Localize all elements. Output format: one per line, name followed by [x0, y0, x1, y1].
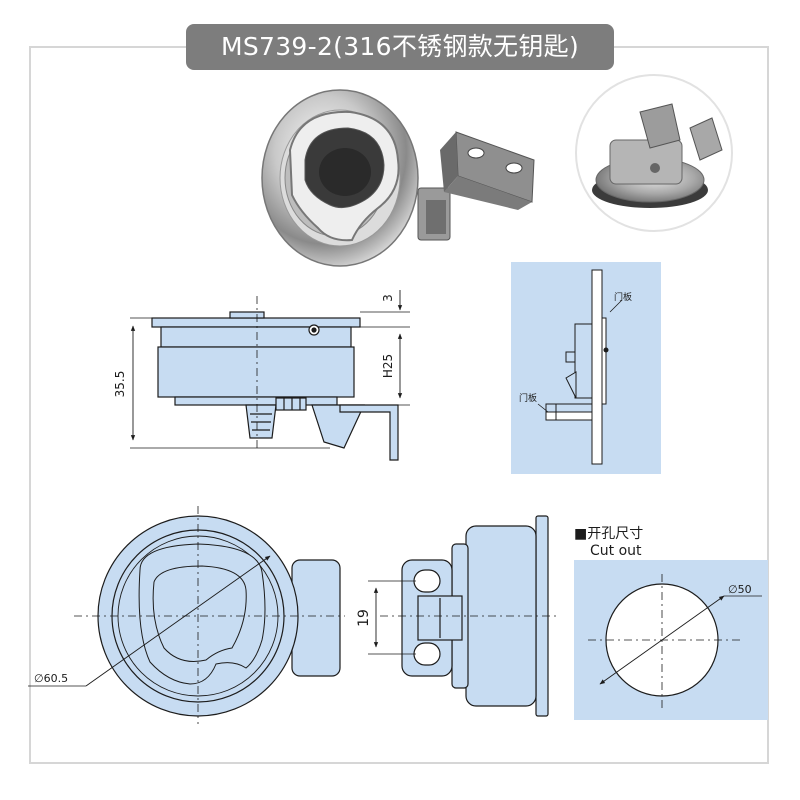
door-panel-label-top: 门板 [614, 291, 632, 303]
dim-flange-thickness: 3 [381, 294, 395, 302]
door-panel-label-bottom: 门板 [519, 392, 537, 404]
back-view-drawing [368, 515, 560, 717]
cutout-drawing [574, 560, 768, 720]
mechanism-detail-photo [575, 74, 733, 232]
product-photo [261, 89, 451, 267]
install-view [511, 262, 661, 474]
dim-overall-height: 35.5 [113, 371, 127, 398]
cutout-diameter: ∅50 [728, 583, 752, 596]
product-title: MS739-2(316不锈钢款无钥匙) [186, 24, 614, 70]
dim-outer-diameter: ∅60.5 [34, 672, 68, 685]
side-view-drawing [130, 290, 410, 461]
cutout-title-en: Cut out [590, 543, 642, 559]
front-view-drawing [28, 506, 345, 724]
dim-body-height: H25 [381, 354, 395, 378]
cutout-title-cn: ■开孔尺寸 [574, 526, 643, 542]
bracket-photo [440, 131, 535, 210]
dim-slot-spacing: 19 [356, 609, 372, 627]
